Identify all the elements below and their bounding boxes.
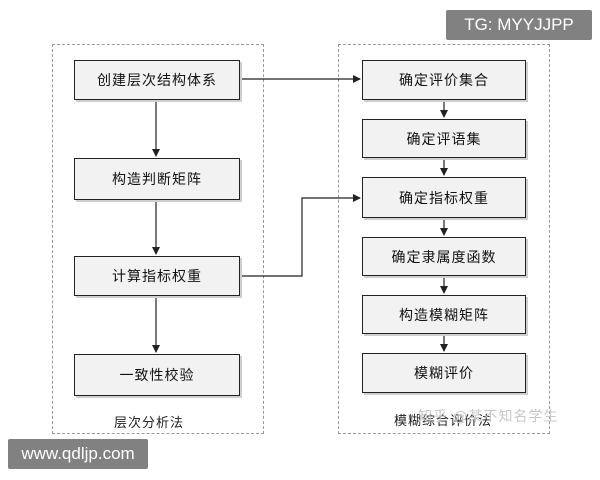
node-fuzzy-matrix: 构造模糊矩阵 [362, 295, 526, 334]
node-fuzzy-evaluation: 模糊评价 [362, 353, 526, 393]
ahp-group-label: 层次分析法 [114, 416, 185, 431]
node-membership-function: 确定隶属度函数 [362, 237, 526, 276]
ahp-group [52, 44, 264, 434]
top-watermark: TG: MYYJJPP [446, 10, 592, 40]
fce-group-label: 模糊综合评价法 [394, 414, 493, 429]
zhihu-watermark: 知乎 @某不知名学生 [418, 409, 559, 425]
node-judgment-matrix: 构造判断矩阵 [74, 158, 240, 200]
bottom-watermark: www.qdljp.com [8, 439, 148, 469]
fce-group [338, 44, 550, 434]
node-evaluation-set: 确定评价集合 [362, 60, 526, 100]
node-comment-set: 确定评语集 [362, 119, 526, 158]
arrow-ahp3-to-fce3 [240, 194, 361, 277]
node-fce-weights: 确定指标权重 [362, 177, 526, 218]
node-ahp-weights: 计算指标权重 [74, 256, 240, 296]
node-create-hierarchy: 创建层次结构体系 [74, 60, 240, 100]
node-consistency-check: 一致性校验 [74, 354, 240, 396]
